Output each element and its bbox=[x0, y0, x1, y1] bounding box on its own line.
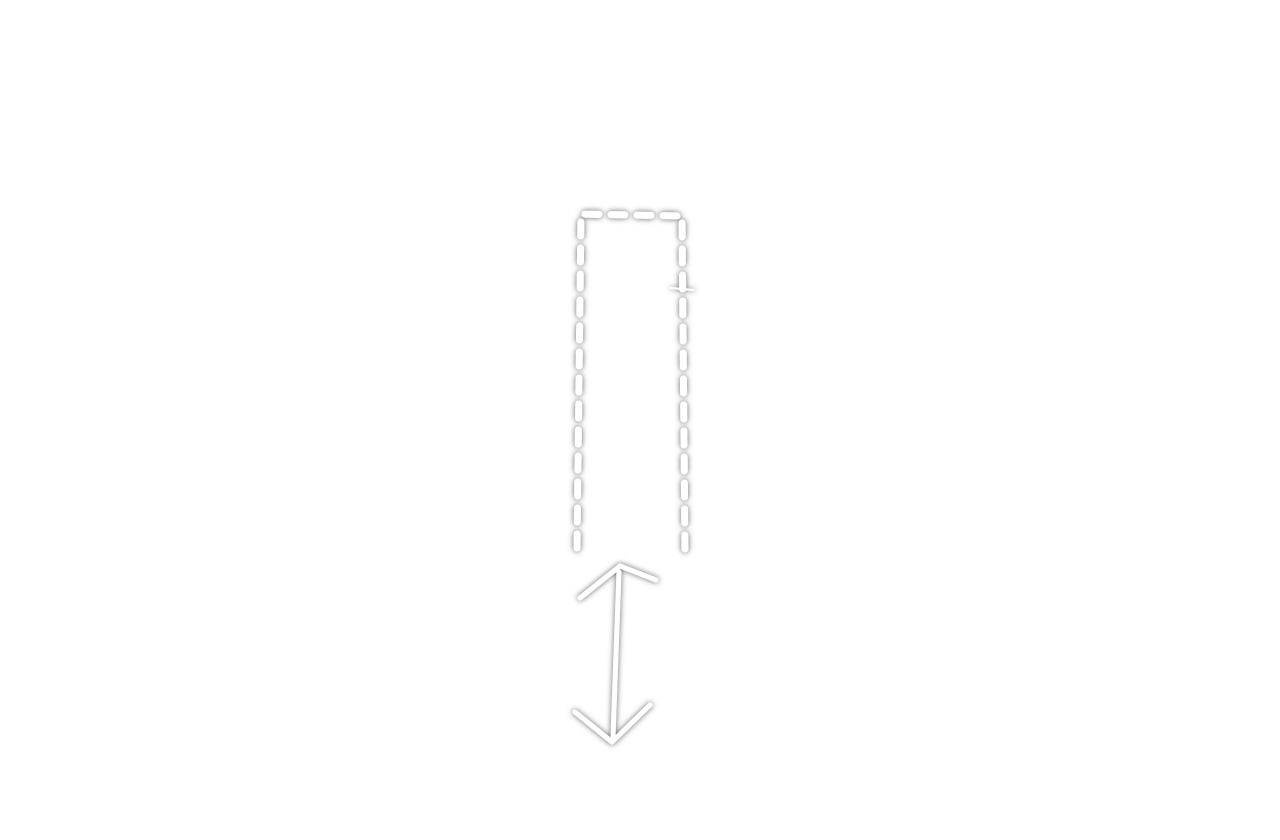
arrow-shaft bbox=[610, 569, 622, 741]
dashed-open-rectangle bbox=[573, 210, 695, 557]
arrow-head-down bbox=[572, 702, 653, 745]
rectangle-tick-mark bbox=[670, 287, 695, 291]
double-headed-arrow bbox=[572, 563, 659, 745]
arrow-head-up bbox=[577, 563, 659, 601]
